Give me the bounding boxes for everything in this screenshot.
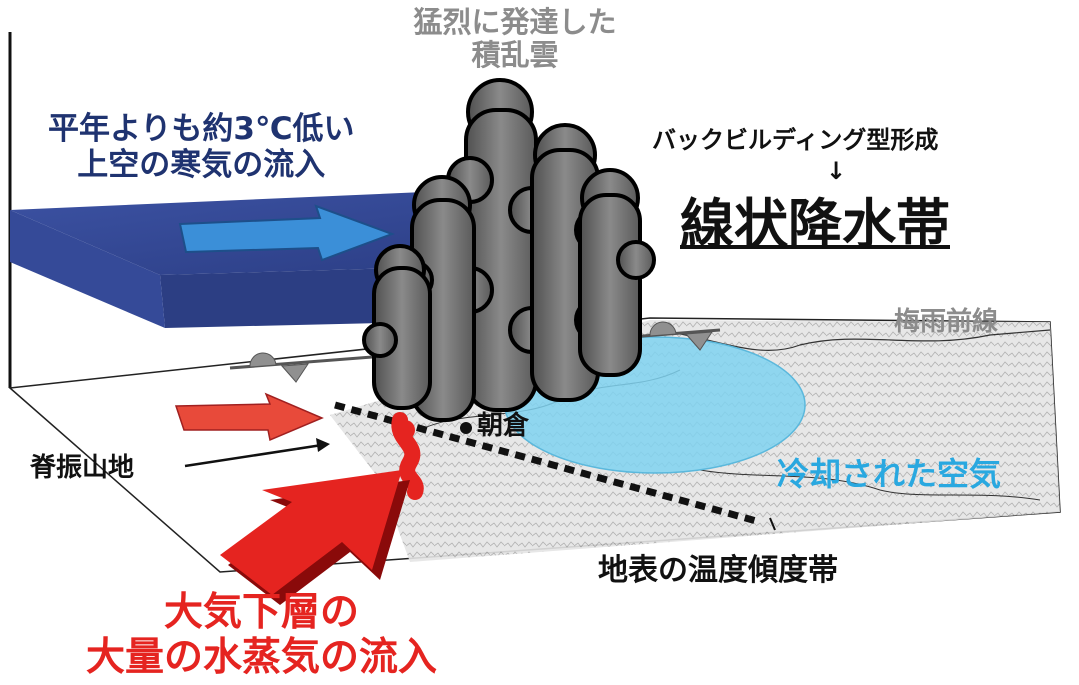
moisture-caption-line1: 大気下層の [164,590,360,635]
asakura-marker [460,422,472,434]
cumulonimbus-clouds [362,78,656,422]
moisture-inflow-arrow [220,470,410,605]
down-arrow-symbol: ↓ [826,157,847,185]
asakura-label: 朝倉 [477,411,530,441]
moisture-caption: 大気下層の 大量の水蒸気の流入 [86,590,438,681]
sefuri-pointer [184,438,330,468]
cold-air-arrow [178,204,395,262]
cloud-column-3 [578,168,656,377]
cloud-title-line2: 積乱雲 [471,38,559,73]
cloud-title-line1: 猛烈に発達した [413,5,617,39]
cloud-column-5 [362,244,432,410]
sefuri-label: 脊振山地 [30,453,135,483]
rainband-title: 線状降水帯 [680,193,950,256]
cloud-title: 猛烈に発達した 積乱雲 [384,5,646,73]
rising-warm-air [391,412,424,500]
temperature-gradient-label: 地表の温度傾度帯 [598,553,838,588]
cold-air-caption-line2: 上空の寒気の流入 [77,146,326,183]
low-level-inflow-small-arrow [174,392,324,442]
baiu-front-label: 梅雨前線 [894,307,999,337]
cooled-air-label: 冷却された空気 [777,455,1002,493]
cold-air-caption-line1: 平年よりも約3℃低い [48,111,355,147]
cold-air-caption: 平年よりも約3℃低い 上空の寒気の流入 [48,111,355,183]
moisture-caption-line2: 大量の水蒸気の流入 [86,634,438,680]
back-building-label: バックビルディング型形成 [652,126,939,154]
gradient-tick [769,517,776,531]
